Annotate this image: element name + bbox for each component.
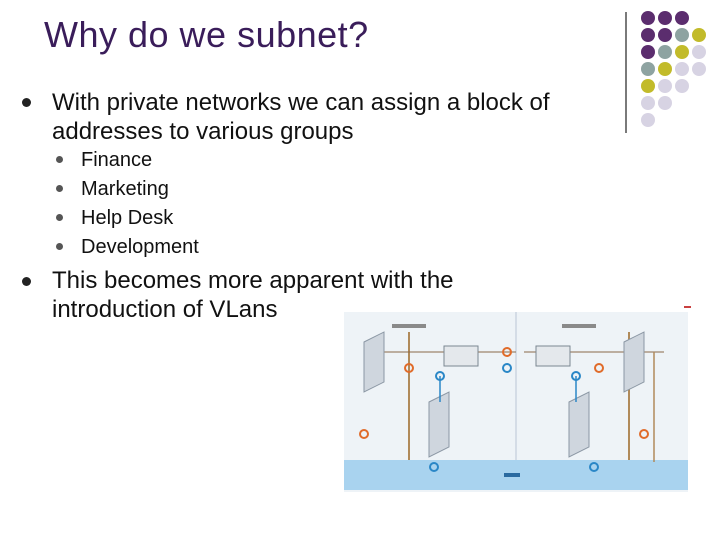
right-group-label <box>562 324 596 328</box>
decorative-dot <box>658 62 672 76</box>
decorative-dot <box>641 28 655 42</box>
decorative-dot <box>641 45 655 59</box>
decorative-dot <box>641 96 655 110</box>
sub-bullet-marker <box>56 156 63 163</box>
bullet-text-line: This becomes more apparent with the <box>52 267 454 294</box>
decorative-dot <box>658 79 672 93</box>
node-dot <box>502 363 512 373</box>
node-dot <box>404 363 414 373</box>
node-dot <box>359 429 369 439</box>
decorative-dot <box>641 11 655 25</box>
decorative-dot <box>658 28 672 42</box>
decorative-dot <box>675 45 689 59</box>
server-icon <box>623 331 645 393</box>
sub-bullet-marker <box>56 214 63 221</box>
bullet-marker <box>22 277 31 286</box>
node-dot <box>594 363 604 373</box>
node-dot <box>429 462 439 472</box>
node-dot <box>639 429 649 439</box>
server-icon <box>428 391 450 458</box>
decorative-dot <box>675 11 689 25</box>
node-dot <box>502 347 512 357</box>
bullet-text-line: With private networks we can assign a bl… <box>52 89 550 116</box>
node-dot <box>589 462 599 472</box>
slide-title: Why do we subnet? <box>44 14 369 55</box>
decorative-dot <box>641 62 655 76</box>
decorative-dot <box>658 96 672 110</box>
server-icon <box>568 391 590 458</box>
bullet-text-line: addresses to various groups <box>52 118 354 145</box>
bullet-text: With private networks we can assign a bl… <box>52 88 550 146</box>
decorative-dot <box>692 45 706 59</box>
left-group-label <box>392 324 426 328</box>
sub-bullet-marker <box>56 185 63 192</box>
decorative-dot <box>692 28 706 42</box>
bullet-text: This becomes more apparent with the intr… <box>52 266 454 324</box>
router-icon <box>535 345 571 367</box>
server-icon <box>363 331 385 393</box>
diagram-bus-label <box>504 473 520 477</box>
decorative-dot <box>658 45 672 59</box>
sub-bullet-text: Development <box>81 236 199 258</box>
decorative-dot <box>641 79 655 93</box>
decorative-dot <box>692 62 706 76</box>
sub-bullet-marker <box>56 243 63 250</box>
decorative-dot <box>658 11 672 25</box>
bullet-marker <box>22 98 31 107</box>
decorative-dot <box>641 113 655 127</box>
divider-line <box>625 12 627 133</box>
decorative-dot <box>675 28 689 42</box>
bullet-text-line: introduction of VLans <box>52 296 278 323</box>
sub-bullet-text: Help Desk <box>81 207 174 229</box>
red-dash-mark <box>684 306 691 308</box>
network-diagram-image <box>344 312 688 492</box>
sub-bullet-text: Marketing <box>81 178 169 200</box>
decorative-dot <box>675 62 689 76</box>
decorative-dot-grid <box>641 11 720 131</box>
decorative-dot <box>675 79 689 93</box>
sub-bullet-text: Finance <box>81 149 153 171</box>
router-icon <box>443 345 479 367</box>
